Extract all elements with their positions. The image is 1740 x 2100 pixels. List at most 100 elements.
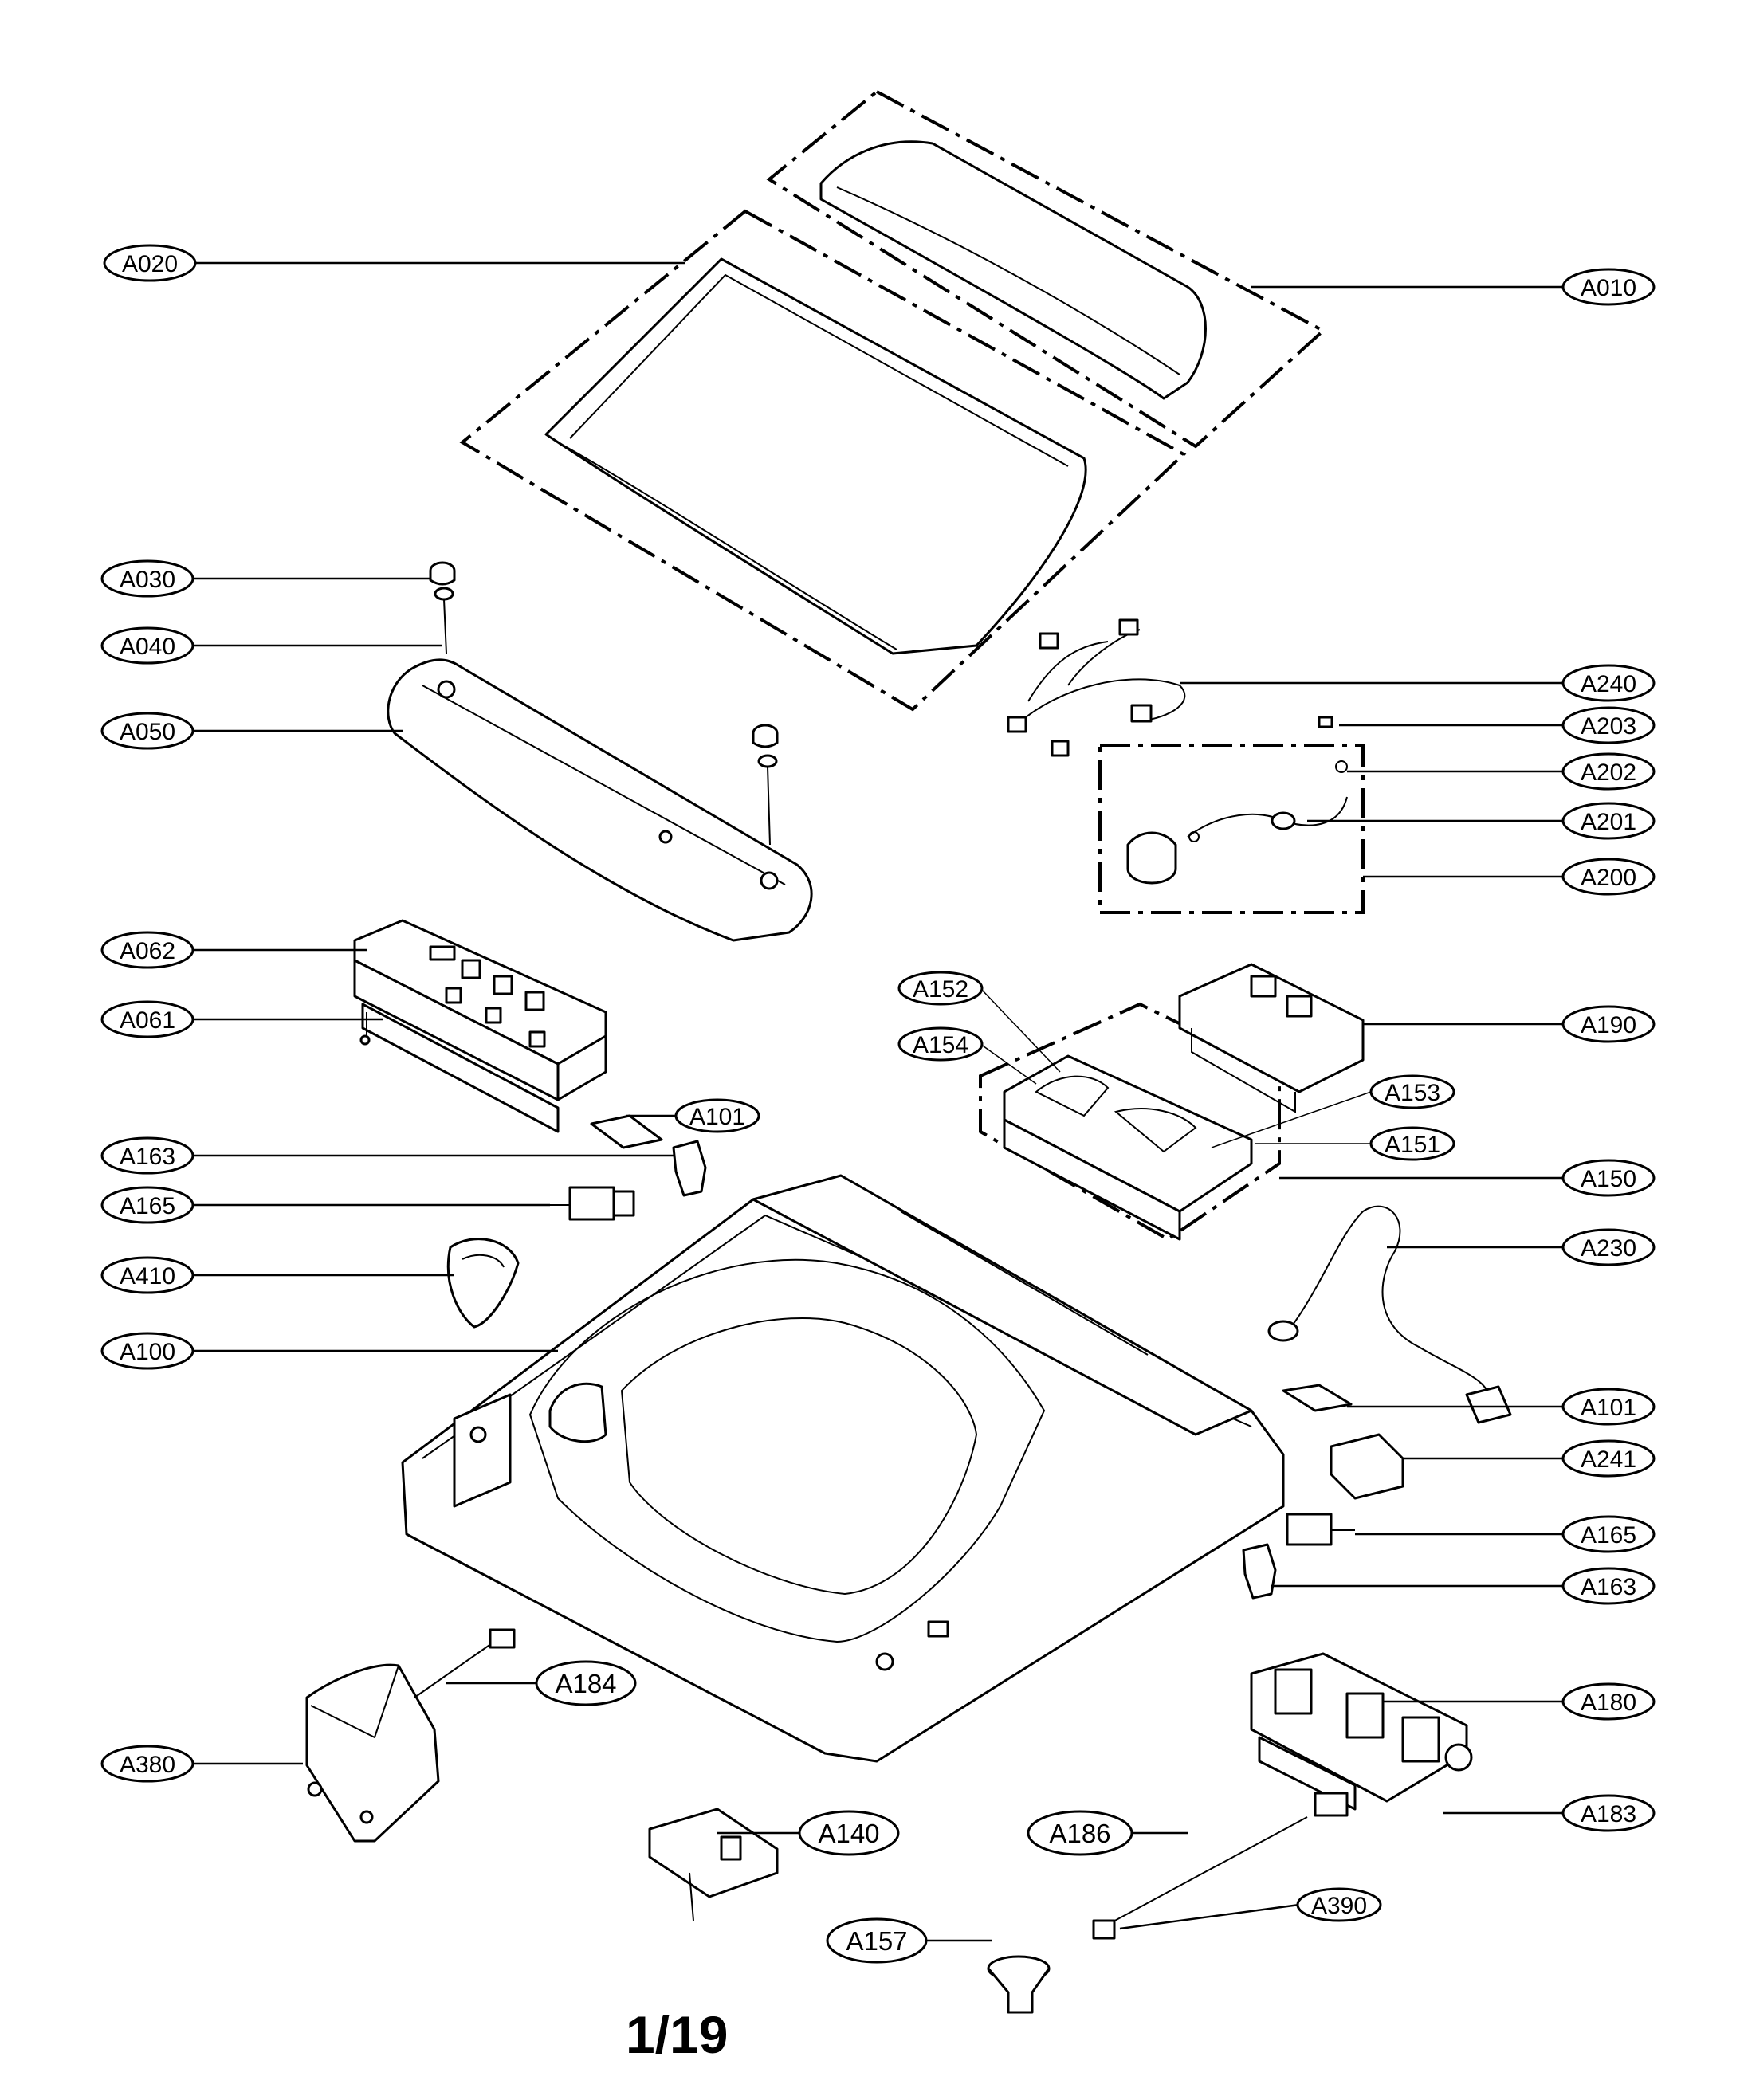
callout-a150-label: A150 (1581, 1166, 1636, 1192)
callout-a151: A151 (1369, 1126, 1455, 1161)
lock-cover-left-part (672, 1140, 707, 1197)
callout-a153: A153 (1369, 1074, 1455, 1109)
callout-a152: A152 (897, 971, 984, 1006)
callout-a165-left-label: A165 (120, 1193, 175, 1219)
callout-a165-right-label: A165 (1581, 1522, 1636, 1549)
callout-a184-label: A184 (555, 1669, 616, 1698)
callout-a050-label: A050 (120, 719, 175, 745)
callout-a151-label: A151 (1385, 1132, 1440, 1158)
callout-a152-label: A152 (913, 976, 968, 1003)
callout-a230: A230 (1561, 1228, 1656, 1266)
callout-a140-label: A140 (818, 1819, 879, 1848)
pressure-switch-group-box (1098, 744, 1365, 914)
hinge-plate-left-part (590, 1114, 663, 1149)
power-cord-part (1267, 1205, 1512, 1424)
callout-a020-label: A020 (122, 251, 178, 277)
lid-glass-part (544, 257, 1087, 655)
callout-a101-left: A101 (674, 1098, 760, 1133)
callout-a150: A150 (1561, 1159, 1656, 1197)
door-lock-switch-part (648, 1808, 779, 1921)
dispenser-group-box (979, 1002, 1281, 1242)
callout-a186: A186 (1027, 1810, 1133, 1856)
control-panel-cover-part (387, 658, 813, 942)
screw-cap-right-part (752, 724, 779, 748)
callout-a200-label: A200 (1581, 865, 1636, 891)
callout-a165-left: A165 (100, 1186, 194, 1224)
screw-cap-part (429, 561, 456, 586)
callout-a202-label: A202 (1581, 760, 1636, 786)
callout-a050: A050 (100, 712, 194, 750)
callout-a163-right: A163 (1561, 1567, 1656, 1605)
callout-a201: A201 (1561, 802, 1656, 840)
callout-a190-label: A190 (1581, 1012, 1636, 1038)
callout-a030-label: A030 (120, 567, 175, 593)
callout-a186-label: A186 (1049, 1819, 1110, 1848)
callout-a040-label: A040 (120, 634, 175, 660)
callout-a180-label: A180 (1581, 1690, 1636, 1716)
connector-clip-part (1318, 716, 1333, 728)
callout-a241-label: A241 (1581, 1446, 1636, 1473)
callout-a040: A040 (100, 626, 194, 665)
callout-a061-label: A061 (120, 1007, 175, 1034)
lid-rear-frame-part (819, 140, 1207, 400)
dispenser-housing-part (1178, 963, 1365, 1113)
funnel-part (987, 1955, 1051, 2014)
callout-a154: A154 (897, 1026, 984, 1062)
callout-a380: A380 (100, 1745, 194, 1783)
lid-frame-group-box (766, 89, 1326, 449)
leader-lines (194, 261, 1562, 1942)
callout-a241: A241 (1561, 1439, 1656, 1478)
callout-a203: A203 (1561, 706, 1656, 744)
callout-a154-label: A154 (913, 1032, 968, 1058)
callout-a157: A157 (826, 1917, 928, 1964)
hinge-gasket-part (446, 1238, 520, 1329)
inlet-valve-part (1250, 1652, 1473, 1817)
lid-glass-group-box (459, 209, 1187, 712)
pressure-switch-part (1126, 760, 1348, 885)
callout-a165-right: A165 (1561, 1515, 1656, 1553)
screw-part (434, 587, 454, 654)
callout-a101-left-label: A101 (689, 1104, 745, 1130)
callout-a202: A202 (1561, 752, 1656, 791)
callout-a390: A390 (1296, 1887, 1382, 1922)
wire-harness-part (1007, 618, 1186, 757)
callout-a410: A410 (100, 1256, 194, 1294)
callout-a203-label: A203 (1581, 713, 1636, 740)
hinge-plate-right-part (1282, 1384, 1353, 1412)
callout-a380-label: A380 (120, 1752, 175, 1778)
callout-a180: A180 (1561, 1682, 1656, 1721)
callout-a200: A200 (1561, 858, 1656, 896)
callout-a183-label: A183 (1581, 1801, 1636, 1827)
callout-a010: A010 (1561, 268, 1656, 306)
callout-a030: A030 (100, 559, 194, 598)
noise-filter-part (1330, 1433, 1404, 1500)
callout-a157-label: A157 (846, 1926, 907, 1956)
callout-a410-label: A410 (120, 1263, 175, 1289)
callout-a163-left: A163 (100, 1136, 194, 1175)
lock-switch-right-part (1286, 1513, 1355, 1546)
callout-a101-right-label: A101 (1581, 1395, 1636, 1421)
pcb-assembly-part (353, 919, 607, 1133)
callout-a230-label: A230 (1581, 1235, 1636, 1262)
hose-left-part (414, 1628, 516, 1698)
callout-a062-label: A062 (120, 938, 175, 964)
callout-a062: A062 (100, 931, 194, 969)
callout-a061: A061 (100, 1000, 194, 1038)
lock-cover-right-part (1242, 1543, 1277, 1600)
callout-a010-label: A010 (1581, 275, 1636, 301)
callout-a240-label: A240 (1581, 671, 1636, 697)
callout-a240: A240 (1561, 664, 1656, 702)
top-cover-part (401, 1174, 1285, 1763)
callout-a020: A020 (103, 244, 197, 282)
callout-a390-label: A390 (1311, 1893, 1367, 1919)
page-number: 1/19 (626, 2005, 729, 2064)
callout-a201-label: A201 (1581, 809, 1636, 835)
water-tube-part (1092, 1816, 1308, 1940)
callout-a163-left-label: A163 (120, 1144, 175, 1170)
callout-a183: A183 (1561, 1794, 1656, 1832)
dispenser-drawer-part (1003, 1054, 1253, 1241)
callout-a163-right-label: A163 (1581, 1574, 1636, 1600)
screw-right-part (757, 754, 778, 846)
callout-a100-label: A100 (120, 1339, 175, 1365)
